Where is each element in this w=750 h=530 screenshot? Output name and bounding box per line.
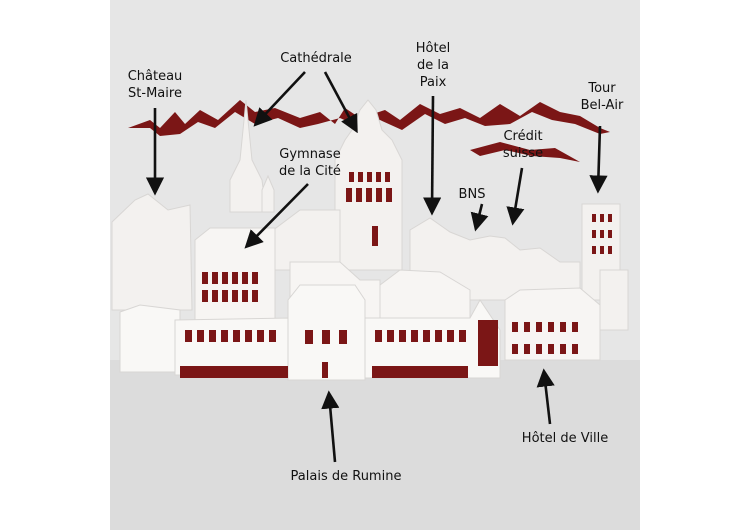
arrow-cathedrale-right — [323, 71, 358, 134]
arrow-tour — [589, 125, 608, 194]
cathedrale-main-tower — [334, 99, 403, 271]
label-cathedrale: Cathédrale — [280, 51, 352, 66]
front-windows — [180, 320, 498, 378]
table-surface — [110, 360, 640, 530]
arrow-gymnase — [244, 183, 309, 249]
arrow-bns — [470, 203, 489, 232]
arrow-hotel-paix — [423, 95, 442, 216]
arrow-hotel-ville — [536, 368, 555, 425]
annotation-arrows — [145, 71, 608, 463]
gymnase-de-la-cite — [194, 227, 276, 321]
arrow-cathedrale-left — [253, 71, 306, 127]
back-windows — [346, 172, 612, 254]
label-bns: BNS — [458, 187, 486, 202]
chateau-st-maire — [111, 193, 193, 311]
label-hotel-de-ville: Hôtel de Ville — [521, 431, 609, 446]
label-palais-de-rumine: Palais de Rumine — [290, 469, 402, 484]
arrow-rumine — [321, 390, 340, 463]
arrow-credit — [506, 167, 525, 226]
mountain-fragment — [470, 142, 580, 162]
cathedrale-small-towers — [261, 174, 275, 213]
